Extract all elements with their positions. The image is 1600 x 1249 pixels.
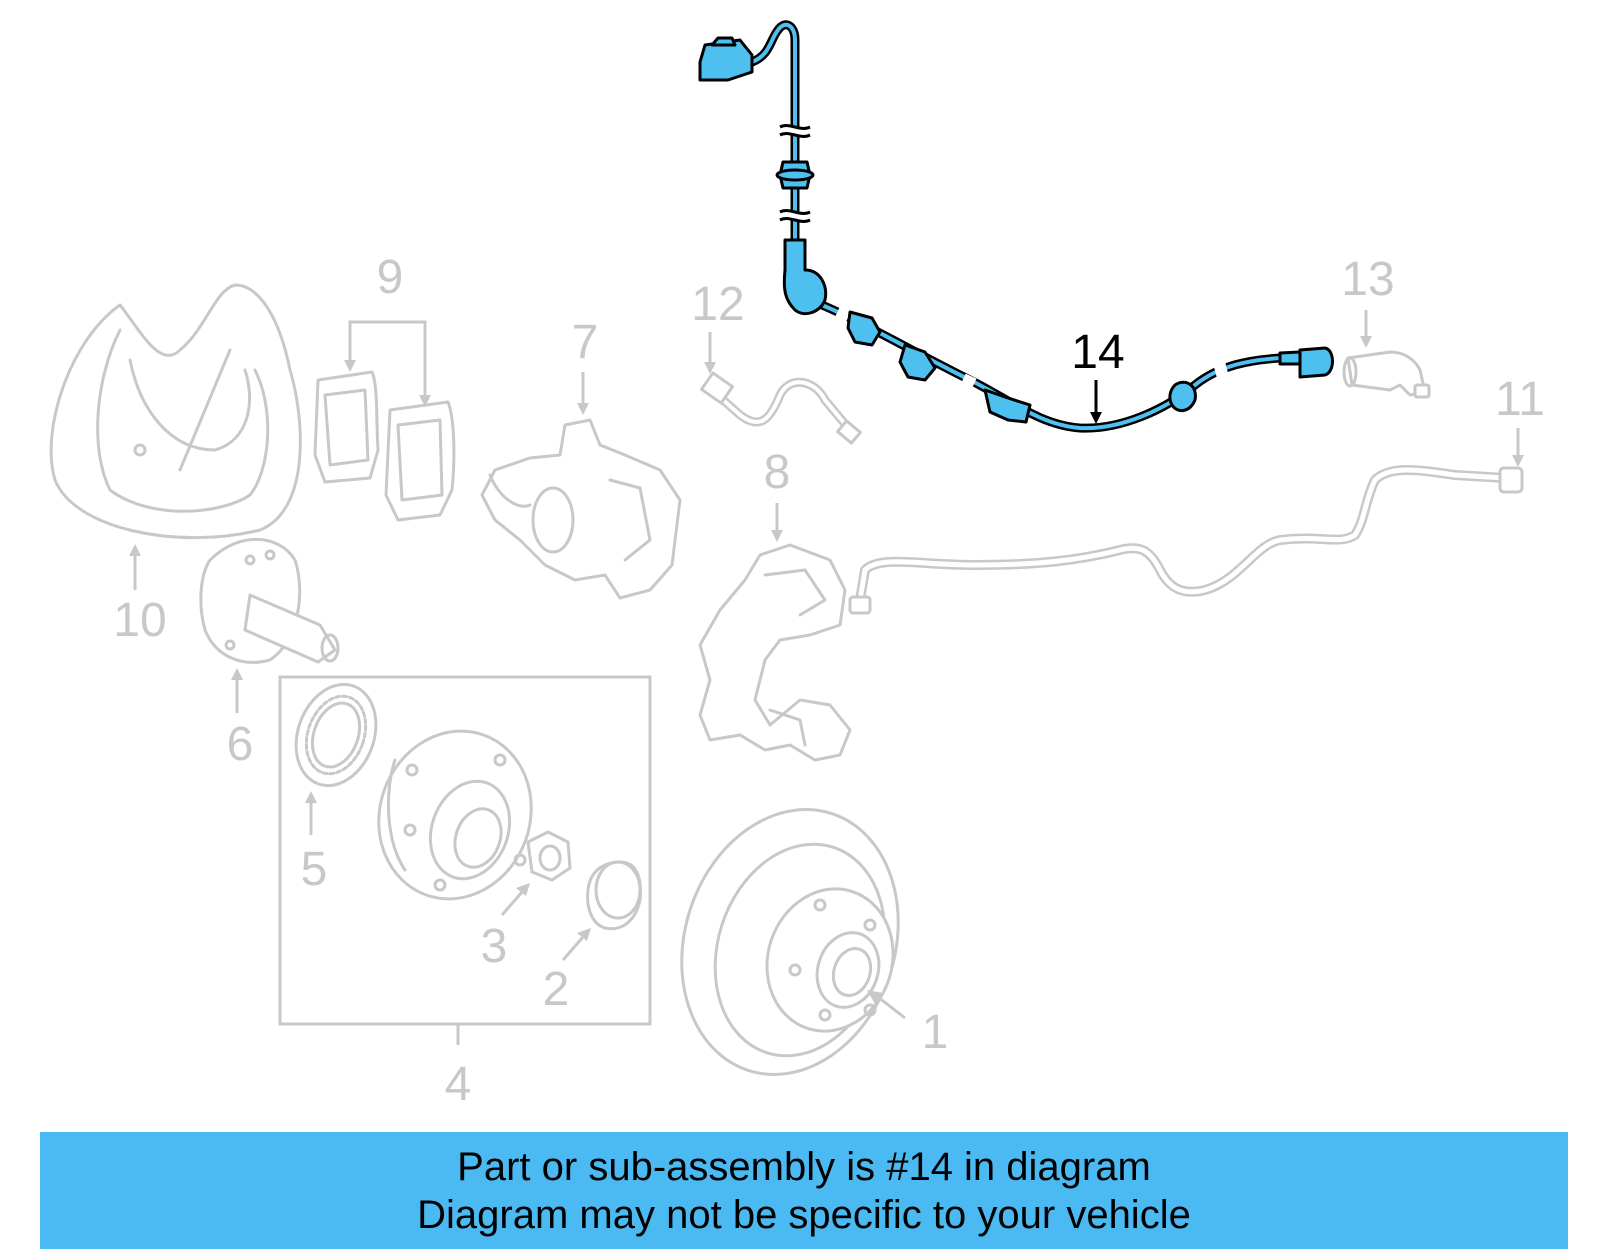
callout-9: 9 (377, 251, 404, 304)
part-13-fitting[interactable] (1342, 350, 1431, 399)
callout-5-arrow (305, 791, 317, 835)
callout-11: 11 (1495, 373, 1545, 426)
callout-6: 6 (227, 718, 254, 771)
part-3-nut[interactable] (526, 830, 572, 882)
callout-9-bracket (344, 320, 431, 407)
callout-10: 10 (113, 594, 166, 647)
part-9-brake-pads[interactable] (313, 370, 456, 522)
part-4-hub-flange[interactable] (355, 709, 554, 920)
callout-14: 14 (1071, 326, 1124, 379)
callout-13-arrow (1360, 310, 1372, 348)
part-7-caliper[interactable] (480, 418, 682, 600)
part-11-brake-line[interactable] (848, 465, 1524, 615)
callout-4: 4 (445, 1058, 472, 1111)
callout-7-arrow (577, 372, 589, 415)
callout-2: 2 (543, 963, 570, 1016)
part-12-brake-hose[interactable] (699, 371, 862, 445)
part-4-assembly-box[interactable] (278, 675, 652, 1026)
part-2-dust-cap[interactable] (586, 860, 642, 931)
callout-1: 1 (922, 1006, 949, 1059)
part-14-abs-sensor-wire[interactable] (698, 20, 1334, 433)
callout-8-arrow (771, 503, 783, 542)
part-6-spindle[interactable] (199, 537, 340, 664)
callout-10-arrow (129, 544, 141, 590)
callout-12-arrow (704, 332, 716, 374)
callout-1-arrow (867, 990, 906, 1020)
banner-line-part-number: Part or sub-assembly is #14 in diagram (457, 1144, 1151, 1189)
callout-11-arrow (1512, 428, 1524, 467)
part-10-dust-shield[interactable] (49, 283, 302, 540)
part-5-tone-ring[interactable] (283, 673, 390, 797)
callout-6-arrow (231, 668, 243, 713)
callout-8: 8 (764, 446, 791, 499)
part-1-brake-rotor[interactable] (648, 781, 931, 1103)
callout-5: 5 (301, 843, 328, 896)
callout-3-arrow (500, 883, 530, 916)
banner-line-disclaimer: Diagram may not be specific to your vehi… (417, 1192, 1191, 1237)
callout-2-arrow (561, 928, 591, 961)
callout-7: 7 (572, 316, 599, 369)
info-banner: Part or sub-assembly is #14 in diagram D… (40, 1132, 1568, 1249)
part-8-caliper-bracket[interactable] (698, 543, 852, 762)
callout-3: 3 (481, 920, 508, 973)
callout-13: 13 (1341, 253, 1394, 306)
callout-12: 12 (691, 278, 744, 331)
callout-14-arrow (1090, 380, 1102, 424)
